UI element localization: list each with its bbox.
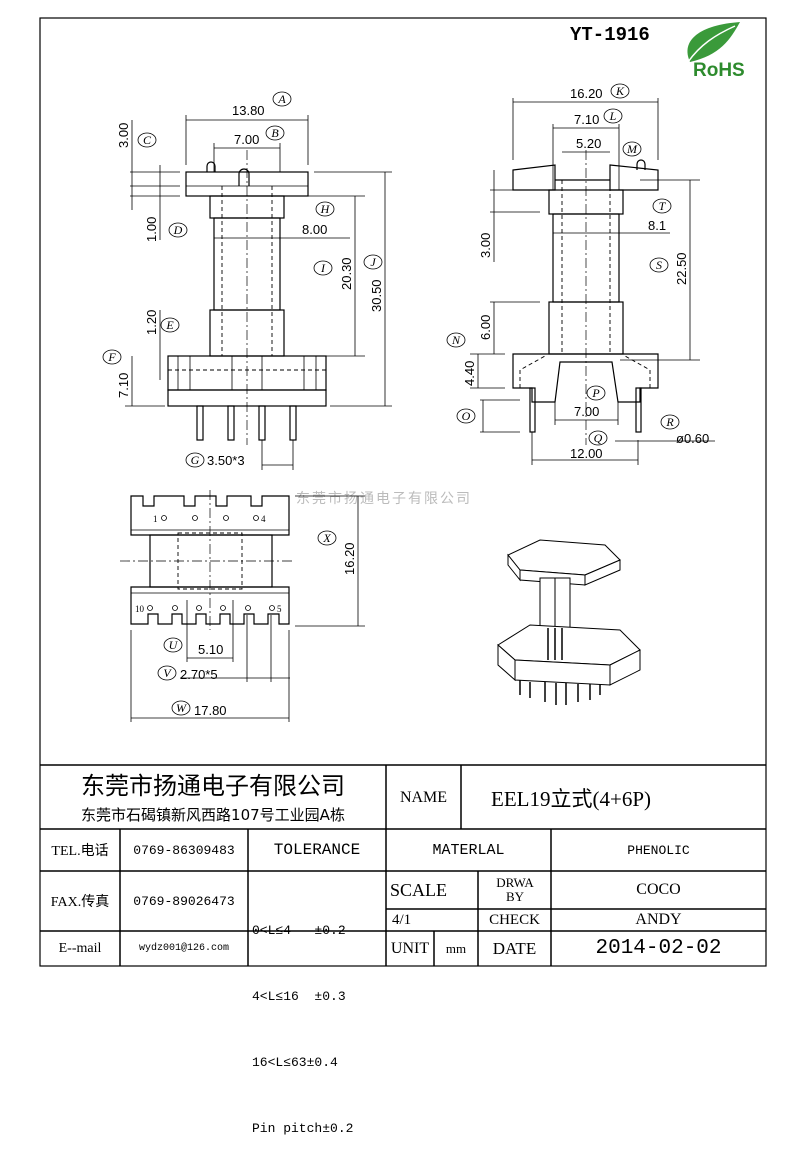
part-name: EEL19立式(4+6P)	[491, 786, 651, 811]
bottom-view: 1 4 10 5 16.20 5.10 2.70*5 17.80	[120, 490, 365, 722]
dimension-label: 22.50	[674, 252, 689, 285]
dimension-label: O	[462, 409, 471, 423]
watermark: 东莞市扬通电子有限公司	[296, 490, 472, 507]
title-block-grid	[40, 764, 766, 966]
dimension-label: K	[615, 84, 625, 98]
dimension-label: E	[165, 318, 174, 332]
dimension-label: W	[176, 701, 187, 715]
dimension-label: I	[320, 261, 326, 275]
dimension-label: L	[609, 109, 617, 123]
tolerance-row: Pin pitch±0.2	[252, 1121, 354, 1136]
dimension-label: G	[191, 453, 200, 467]
dimension-label: 5.20	[576, 136, 601, 151]
dimension-label: T	[659, 199, 667, 213]
dimension-label: 4.40	[462, 361, 477, 386]
dimension-label: 4	[261, 514, 266, 524]
dimension-label: 8.00	[302, 222, 327, 237]
dimension-label: ø0.60	[676, 431, 709, 446]
dimension-label: 16.20	[342, 542, 357, 575]
dimension-label: R	[665, 415, 674, 429]
dimension-label: 17.80	[194, 703, 227, 718]
dimension-label: B	[271, 126, 279, 140]
dimension-label: 30.50	[369, 279, 384, 312]
part-number: YT-1916	[570, 24, 650, 46]
name-label: NAME	[399, 788, 448, 806]
drawn-by-label: DRWA BY	[496, 875, 534, 904]
dimension-label: X	[322, 531, 331, 545]
front-view: 13.80 7.00 3.00 1.00 8.00 20.30 30.50 1.…	[116, 103, 392, 470]
dimension-label: 3.00	[116, 123, 131, 148]
dimension-label: 7.00	[574, 404, 599, 419]
dimension-label: 10	[135, 604, 145, 614]
tolerance-row: 0<L≤4 ±0.2	[252, 923, 346, 938]
dimension-label: 3.00	[478, 233, 493, 258]
dimension-label: 5.10	[198, 642, 223, 657]
dimension-label: U	[169, 638, 179, 652]
check-label: CHECK	[489, 911, 540, 928]
dimension-label: 5	[277, 604, 282, 614]
dimension-label: 1.00	[144, 217, 159, 242]
dimension-label: J	[370, 255, 376, 269]
dimension-label: D	[173, 223, 183, 237]
isometric-view	[497, 539, 641, 705]
rohs-logo: RoHS	[687, 22, 745, 81]
tolerance-row: 16<L≤63±0.4	[252, 1055, 338, 1070]
tolerance-list: 0<L≤4 ±0.2 4<L≤16 ±0.3 16<L≤63±0.4 Pin p…	[252, 876, 386, 1162]
scale-label: SCALE	[390, 879, 448, 900]
dimension-label: 8.1	[648, 218, 666, 233]
dimension-label: 7.00	[234, 132, 259, 147]
drawing-frame	[39, 17, 767, 967]
tolerance-row: 4<L≤16 ±0.3	[252, 989, 346, 1004]
unit-value: mm	[445, 940, 467, 956]
dimension-label: F	[107, 350, 116, 364]
dimension-label: H	[320, 202, 331, 216]
tolerance-label: TOLERANCE	[273, 841, 361, 859]
dimension-label: 7.10	[574, 112, 599, 127]
technical-drawing: YT-1916 RoHS 13.80 7.00	[39, 17, 767, 967]
dimension-label: 1.20	[144, 310, 159, 335]
dimension-label: 2.70*5	[180, 667, 218, 682]
tel-value: 0769-86309483	[133, 842, 235, 858]
dimension-label: M	[626, 142, 638, 156]
dimension-label: RoHS	[693, 60, 745, 81]
company-name: 东莞市扬通电子有限公司	[81, 771, 345, 800]
dimension-label: 13.80	[232, 103, 265, 118]
material-value: PHENOLIC	[627, 842, 690, 858]
email-value: wydz001@126.com	[138, 943, 229, 954]
dimension-label: 12.00	[570, 446, 603, 461]
dimension-label: N	[451, 333, 461, 347]
date-label: DATE	[492, 938, 537, 958]
dimension-label: A	[277, 92, 286, 106]
drawn-by-value: COCO	[636, 881, 681, 898]
dimension-tags	[102, 83, 680, 716]
company-address: 东莞市石碣镇新风西路107号工业园A栋	[81, 805, 345, 824]
dimension-label: 1	[153, 514, 158, 524]
scale-value: 4/1	[392, 911, 412, 928]
dimension-label: S	[656, 258, 662, 272]
dimension-label: 16.20	[570, 86, 603, 101]
unit-label: UNIT	[390, 939, 430, 957]
fax-label: FAX.传真	[50, 895, 110, 910]
email-label: E--mail	[58, 940, 102, 956]
tel-label: TEL.电话	[51, 844, 109, 859]
dimension-label: C	[143, 133, 152, 147]
dimension-label: 20.30	[339, 257, 354, 290]
dimension-label: 3.50*3	[207, 453, 245, 468]
dimension-label: P	[591, 386, 600, 400]
fax-value: 0769-89026473	[133, 893, 235, 909]
dimension-label: 7.10	[116, 373, 131, 398]
date-value: 2014-02-02	[595, 937, 722, 960]
material-label: MATERLAL	[432, 841, 505, 859]
dimension-label: Q	[594, 431, 603, 445]
dimension-label: 6.00	[478, 315, 493, 340]
side-view: 16.20 7.10 5.20 8.1 22.50 3.00 6.00 4.40…	[462, 86, 715, 465]
dimension-label: V	[163, 666, 172, 680]
check-value: ANDY	[635, 911, 682, 928]
